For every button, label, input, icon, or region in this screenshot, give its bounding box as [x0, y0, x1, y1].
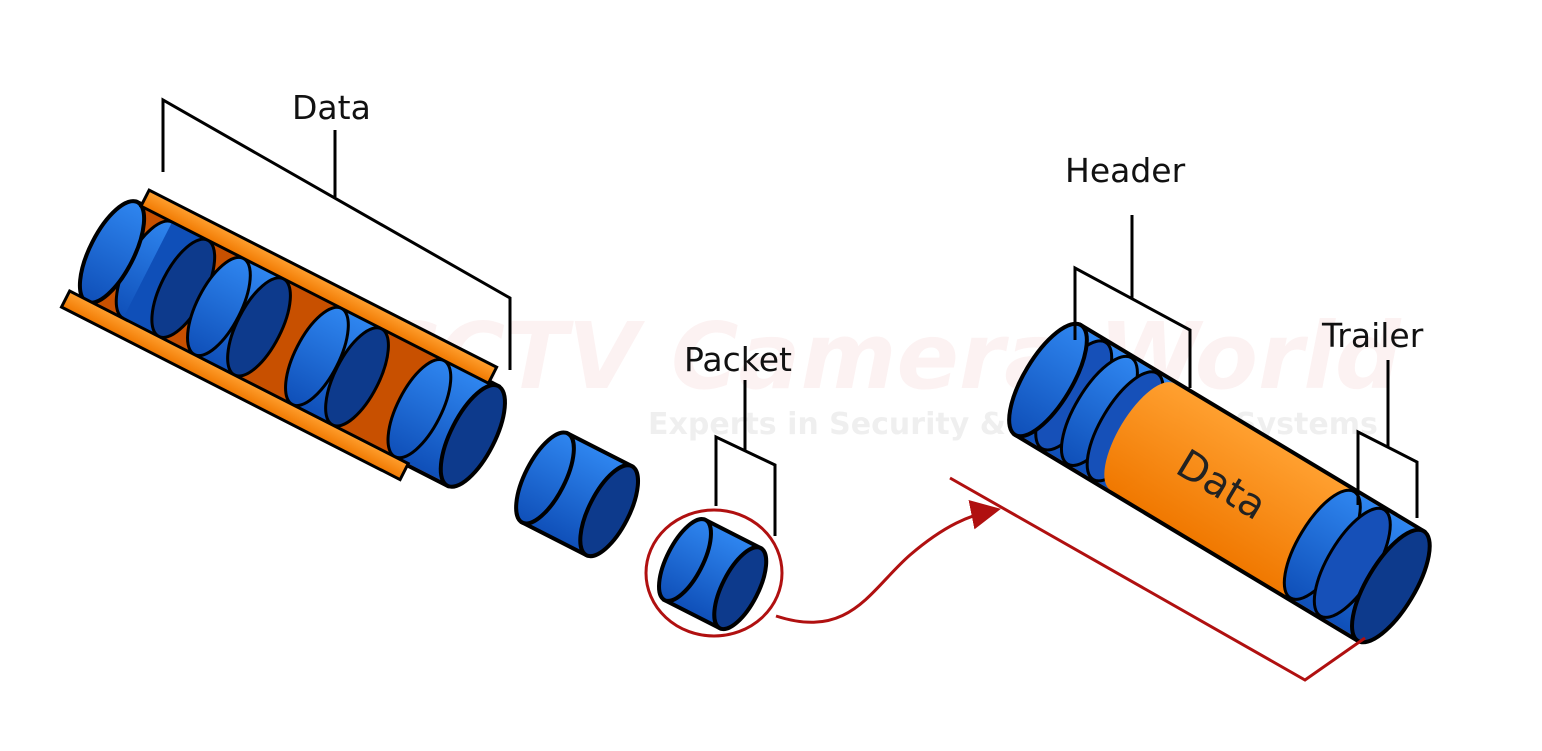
header-label: Header: [1065, 151, 1186, 190]
watermark: CCTV Camera World Experts in Security & …: [370, 303, 1402, 442]
packet-label: Packet: [684, 340, 792, 379]
packet-bracket: [714, 380, 777, 536]
data-bracket: [161, 97, 512, 370]
expand-arrow: [775, 500, 1001, 624]
trailer-label: Trailer: [1321, 316, 1424, 355]
data-label: Data: [292, 88, 371, 127]
trailer-bracket: [1356, 360, 1419, 518]
header-section: [1016, 326, 1181, 492]
brackets: [161, 97, 1419, 536]
watermark-title: CCTV Camera World: [370, 303, 1402, 410]
header-bracket: [1073, 215, 1192, 388]
data-stream-tube: [59, 188, 507, 489]
packet-structure-cylinder: Data: [1007, 321, 1432, 645]
packet-disc-highlighted: [657, 517, 769, 632]
tube-segments: [114, 219, 498, 484]
packet-length-bracket: [949, 476, 1366, 682]
tube-shell-top: [138, 188, 499, 386]
trailer-section: [1282, 488, 1423, 640]
packet-disc: [514, 430, 641, 559]
highlight-circle: [644, 508, 784, 638]
tube-shell-bottom: [59, 289, 411, 482]
